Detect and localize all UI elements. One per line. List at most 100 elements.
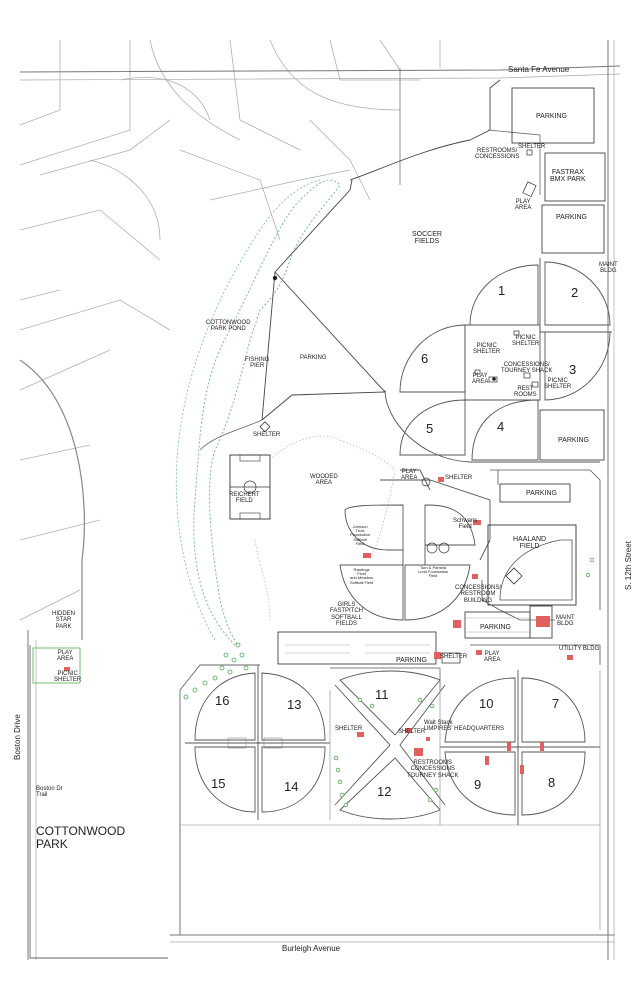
field-number-9: 9 <box>474 777 482 792</box>
pond-shelter-marker <box>259 421 271 433</box>
label-walt-stack: Walt Stack UMPIRES' HEADQUARTERS <box>424 720 505 733</box>
picnic-shelter-a-marker <box>474 369 481 375</box>
cottonwood-park-boundary-south <box>179 664 260 935</box>
field-number-3: 3 <box>569 362 577 377</box>
field-number-13: 13 <box>287 697 302 712</box>
soccer-complex <box>384 258 612 463</box>
maint-bldg-outline <box>529 605 553 639</box>
label-schwan-field: Schwans Field <box>453 518 478 531</box>
picnic-shelter-c-marker <box>531 381 539 388</box>
label-soccer: SOCCER FIELDS <box>412 231 442 246</box>
walt-stack-marker <box>426 737 430 741</box>
concessions-ne-marker <box>523 372 531 379</box>
restrooms-north-marker <box>526 149 533 156</box>
access-road-east <box>274 271 386 393</box>
field-number-16: 16 <box>215 693 230 708</box>
shelter-mid-marker <box>438 477 444 482</box>
label-parking-ne-top: PARKING <box>536 113 567 120</box>
label-field-note-2: Rawlings Field and Meadow Softball Field <box>350 567 374 585</box>
road-label-santa-fe: Santa Fe Avenue <box>508 65 570 74</box>
label-picnic-shelter-c: PICNIC SHELTER <box>544 378 572 391</box>
play-south-marker <box>476 650 482 655</box>
label-shelter-south: SHELTER <box>440 654 468 660</box>
label-rest-rooms: REST ROOMS <box>514 386 537 399</box>
softball-complex <box>339 469 491 621</box>
utility-bldg-marker <box>567 655 573 660</box>
field-number-5: 5 <box>426 421 434 436</box>
label-picnic-shelter-a: PICNIC SHELTER <box>473 343 501 356</box>
label-parking-south: PARKING <box>396 657 427 664</box>
play-ne-marker <box>488 376 498 383</box>
label-play-ne: PLAY AREA <box>472 373 489 386</box>
label-utility-bldg: UTILITY BLDG <box>559 646 600 652</box>
label-wooded: WOODED AREA <box>310 474 338 487</box>
label-field-note-3: Tom & Pamela Lund Foundation Field <box>418 565 449 579</box>
shelter-s1-marker <box>357 732 364 737</box>
park-title: COTTONWOOD PARK <box>36 824 126 851</box>
bmx-park-outline <box>544 152 606 202</box>
play-ne-dot <box>492 377 496 381</box>
label-parking-ne-mid: PARKING <box>556 214 587 221</box>
field-number-15: 15 <box>211 776 226 791</box>
label-picnic-west: PICNIC SHELTER <box>54 671 82 684</box>
label-play-north: PLAY AREA <box>515 199 532 212</box>
label-shelter-s2: SHELTER <box>398 729 426 735</box>
play-mid-marker <box>421 477 431 487</box>
road-label-12th: S. 12th Street <box>624 541 633 590</box>
label-parking-center: PARKING <box>300 355 327 361</box>
field-number-11: 11 <box>375 687 389 702</box>
label-maint-bldg-ne: MAINT BLDG <box>599 262 618 275</box>
label-maint-bldg: MAINT BLDG <box>556 615 575 628</box>
parking-lot-ne-low <box>539 409 605 461</box>
label-concessions-mid: CONCESSIONS/ RESTROOM BUILDING <box>455 585 502 604</box>
santa-fe-road <box>19 65 621 73</box>
label-girls-fastpitch: GIRLS FASTPITCH SOFTBALL FIELDS <box>330 602 364 627</box>
parking-lot-center-outline <box>261 391 386 421</box>
parking-haaland-outline <box>499 483 571 503</box>
field-number-1: 1 <box>498 283 506 298</box>
softball-dugout-3 <box>472 574 478 579</box>
label-shelter-s1: SHELTER <box>335 726 363 732</box>
label-parking-maint: PARKING <box>480 624 511 631</box>
field-number-2: 2 <box>571 285 579 300</box>
label-haaland: HAALAND FIELD <box>513 536 547 551</box>
label-play-west: PLAY AREA <box>57 650 74 663</box>
access-road-north <box>274 179 353 273</box>
haaland-field-outline <box>487 524 577 606</box>
road-label-burleigh: Burleigh Avenue <box>282 944 341 953</box>
east-quad-fields <box>440 670 600 825</box>
shelter-s2-marker <box>405 728 412 733</box>
softball-dugout-1 <box>363 553 371 558</box>
cottonwood-park-boundary-west <box>29 645 168 959</box>
street-grid <box>19 39 441 621</box>
parking-lot-ne-mid <box>541 204 605 254</box>
play-north-marker <box>522 181 537 198</box>
label-parking-haaland: PARKING <box>526 490 557 497</box>
road-label-boston: Boston Drive <box>13 714 22 760</box>
shelter-south-marker <box>441 652 461 664</box>
label-shelter-mid: SHELTER <box>445 475 473 481</box>
field-number-4: 4 <box>497 419 505 434</box>
trailhead-marker <box>272 275 278 281</box>
label-concessions-ne: CONCESSIONS/ TOURNEY SHACK <box>501 362 553 375</box>
pond-shoreline <box>193 179 341 649</box>
softball-dugout-2 <box>473 520 481 525</box>
label-play-south: PLAY AREA <box>484 651 501 664</box>
access-road-west <box>261 271 276 421</box>
wooded-area-edge <box>269 435 396 561</box>
tree-markers <box>183 557 595 808</box>
label-restrooms-north: RESTROOMS/ CONCESSIONS <box>475 148 520 161</box>
santa-fe-road-edge <box>19 73 621 81</box>
label-bmx: FASTRAX BMX PARK <box>550 169 586 184</box>
label-picnic-shelter-b: PICNIC SHELTER <box>512 335 540 348</box>
maint-bldg-marker <box>536 616 550 627</box>
label-shelter-north: SHELTER <box>518 144 546 150</box>
field-number-6: 6 <box>421 351 429 366</box>
restrooms-south-marker <box>414 748 423 756</box>
label-fishing-pier: FISHING PIER <box>245 357 270 370</box>
hidden-star-play-area-boundary <box>32 647 81 684</box>
concessions-mid-marker <box>453 620 461 628</box>
field-number-7: 7 <box>552 696 560 711</box>
picnic-shelter-west-marker <box>64 667 70 671</box>
